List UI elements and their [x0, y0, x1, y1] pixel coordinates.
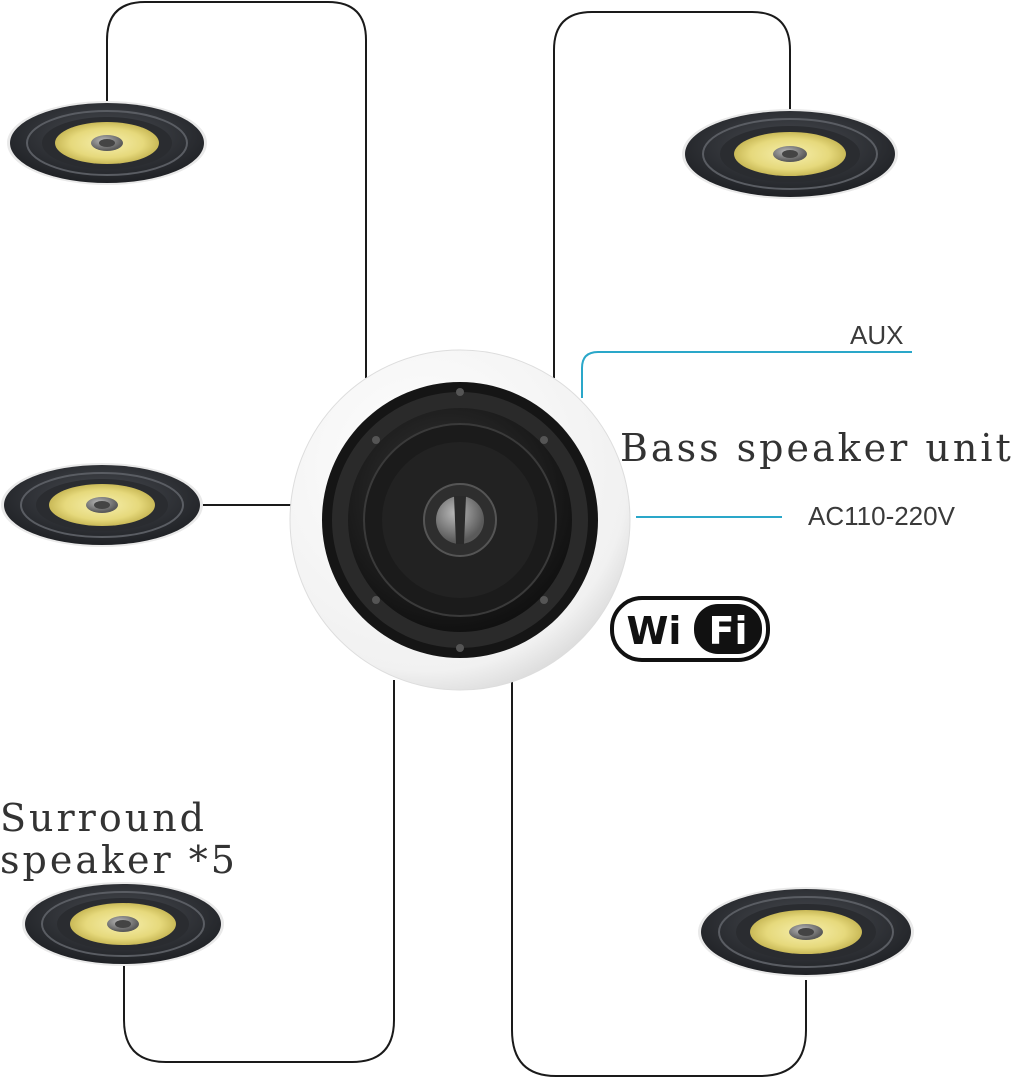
wire-top-right [553, 11, 791, 378]
wifi-logo-right-text: Fi [709, 609, 748, 653]
surround-speaker-top-left [7, 101, 207, 185]
wire-bottom-right [511, 680, 807, 1077]
surround-speaker-bottom-right [698, 887, 914, 977]
bass-speaker-unit [289, 349, 631, 691]
surround-speaker-middle-left [1, 463, 203, 547]
aux-line [581, 351, 912, 398]
surround-speaker-bottom-left [22, 882, 224, 966]
aux-label: AUX [850, 320, 904, 350]
wire-top-left [106, 1, 367, 378]
signal-lines [581, 351, 912, 518]
wifi-logo-icon: Wi Fi [610, 596, 770, 662]
surround-label-line1: Surround [0, 796, 207, 840]
power-label: AC110-220V [808, 501, 955, 531]
wifi-logo-left-text: Wi [627, 609, 682, 653]
bass-speaker-label: Bass speaker unit [620, 426, 1014, 470]
surround-label-line2: speaker *5 [0, 838, 238, 882]
wire-bottom-left [123, 680, 395, 1063]
surround-speaker-top-right [682, 109, 898, 199]
wiring [106, 1, 807, 1077]
